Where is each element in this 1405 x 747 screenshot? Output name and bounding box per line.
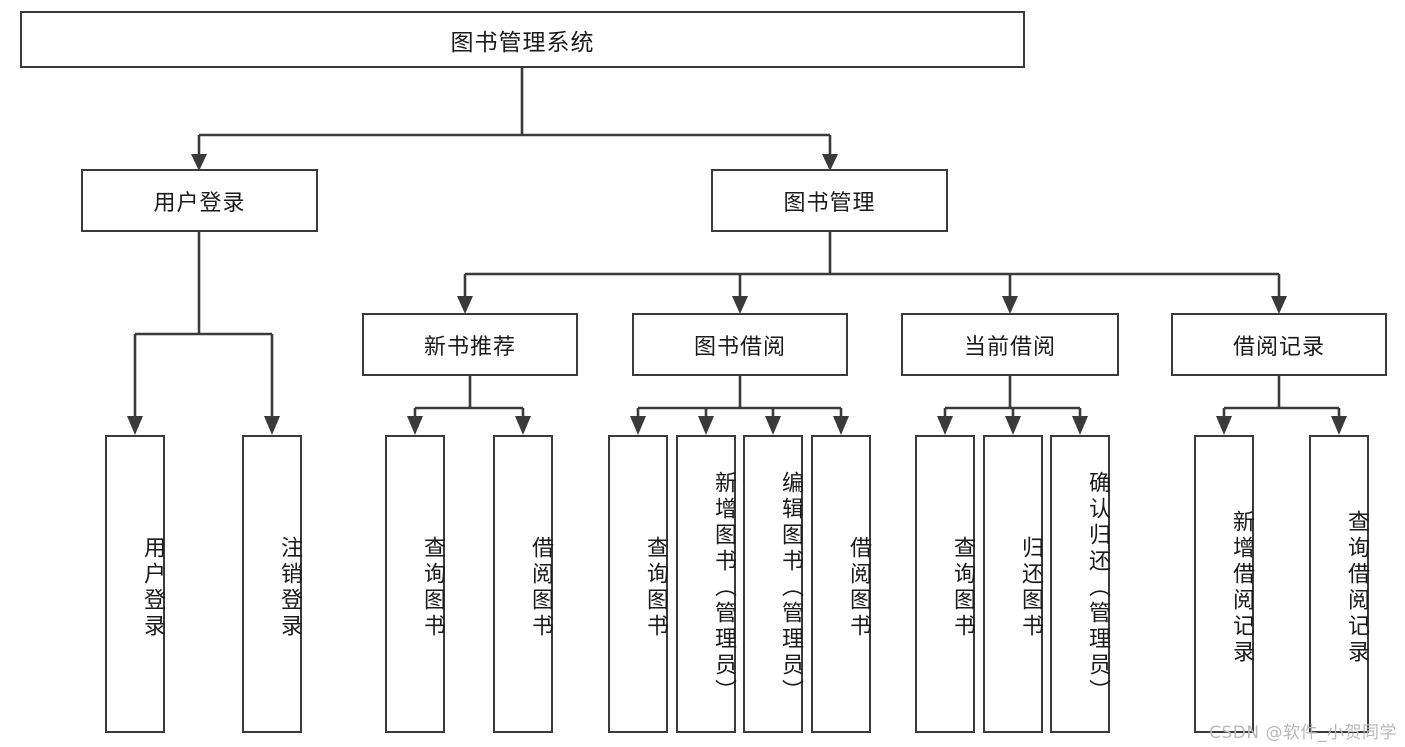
leaf-new-book-query[interactable]: 查询图书 — [385, 435, 445, 733]
node-current-borrow[interactable]: 当前借阅 — [901, 313, 1119, 376]
leaf-current-borrow-query[interactable]: 查询图书 — [915, 435, 975, 733]
leaf-book-borrow-lend[interactable]: 借阅图书 — [811, 435, 871, 733]
leaf-book-borrow-edit[interactable]: 编辑图书（管理员） — [743, 435, 803, 733]
node-label: 图书管理 — [783, 190, 876, 216]
node-label: 确认归还（管理员） — [1085, 471, 1110, 705]
node-label: 查询图书 — [643, 536, 668, 640]
node-label: 当前借阅 — [963, 334, 1056, 360]
node-book-management[interactable]: 图书管理 — [711, 169, 948, 232]
leaf-borrow-record-add[interactable]: 新增借阅记录 — [1194, 435, 1254, 733]
leaf-borrow-record-query[interactable]: 查询借阅记录 — [1309, 435, 1369, 733]
node-book-borrow[interactable]: 图书借阅 — [632, 313, 848, 376]
node-user-login[interactable]: 用户登录 — [81, 169, 318, 232]
node-label: 借阅记录 — [1232, 334, 1325, 360]
leaf-current-borrow-confirm-return[interactable]: 确认归还（管理员） — [1050, 435, 1110, 733]
leaf-book-borrow-add[interactable]: 新增图书（管理员） — [676, 435, 736, 733]
node-new-book-recommend[interactable]: 新书推荐 — [362, 313, 578, 376]
leaf-user-login-signin[interactable]: 用户登录 — [105, 435, 165, 733]
node-label: 查询借阅记录 — [1344, 510, 1369, 666]
node-label: 编辑图书（管理员） — [778, 471, 803, 705]
node-label: 查询图书 — [950, 536, 975, 640]
node-root-system[interactable]: 图书管理系统 — [20, 11, 1025, 68]
node-label: 新增借阅记录 — [1229, 510, 1254, 666]
node-label: 用户登录 — [153, 190, 246, 216]
node-label: 图书借阅 — [693, 334, 786, 360]
node-label: 借阅图书 — [528, 536, 553, 640]
node-label: 注销登录 — [277, 536, 302, 640]
node-label: 新书推荐 — [423, 334, 516, 360]
leaf-new-book-borrow[interactable]: 借阅图书 — [493, 435, 553, 733]
node-label: 查询图书 — [420, 536, 445, 640]
node-borrow-record[interactable]: 借阅记录 — [1171, 313, 1387, 376]
leaf-user-login-signout[interactable]: 注销登录 — [242, 435, 302, 733]
leaf-current-borrow-return[interactable]: 归还图书 — [983, 435, 1043, 733]
node-label: 新增图书（管理员） — [711, 471, 736, 705]
node-label: 归还图书 — [1018, 536, 1043, 640]
node-label: 用户登录 — [140, 536, 165, 640]
leaf-book-borrow-query[interactable]: 查询图书 — [608, 435, 668, 733]
node-label: 借阅图书 — [846, 536, 871, 640]
node-label: 图书管理系统 — [450, 29, 595, 56]
